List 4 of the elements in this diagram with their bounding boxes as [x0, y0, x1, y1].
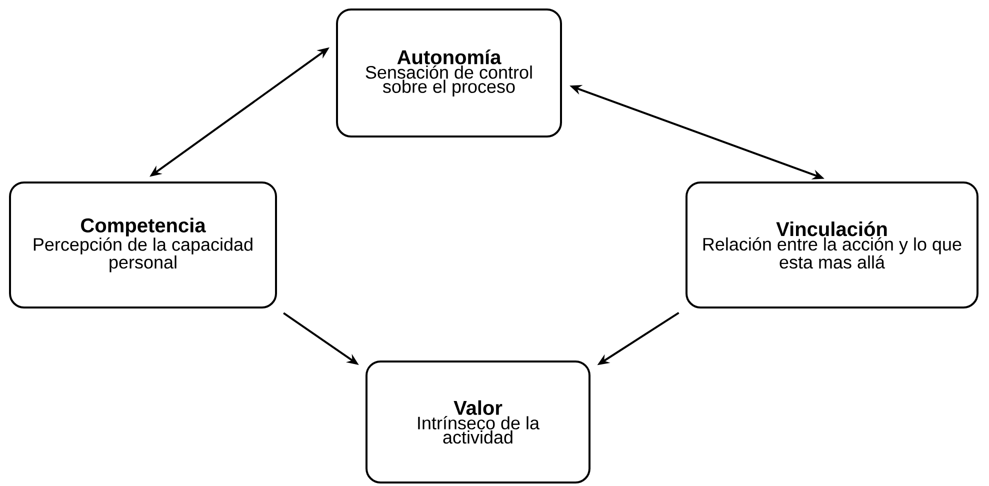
process-box: Valor Intrínseco de la actividad: [366, 360, 590, 484]
process-box: Competencia Percepción de la capacidad personal: [9, 181, 277, 308]
process-box: Vinculación Relación entre la acción y lo que esta mas allá: [686, 181, 978, 308]
process-box: Autonomía Sensación de control sobre el proceso: [336, 8, 562, 138]
